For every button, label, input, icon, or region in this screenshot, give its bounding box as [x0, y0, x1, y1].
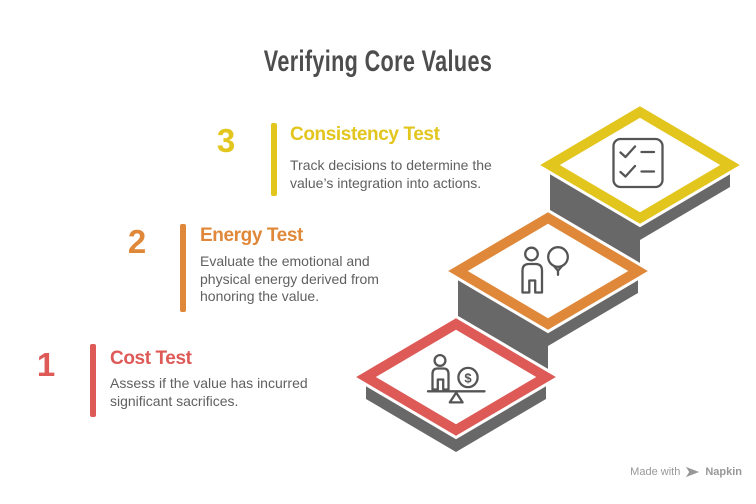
description-line: significant sacrifices.	[110, 392, 239, 409]
step-description: Assess if the value has incurred signifi…	[110, 375, 308, 410]
step-title: Energy Test	[200, 225, 303, 246]
person-coin-balance-icon: $	[426, 353, 486, 404]
brand-text: Napkin	[705, 466, 742, 478]
dollar-symbol: $	[464, 371, 472, 386]
step-description: Track decisions to determine the value’s…	[290, 157, 492, 192]
page-title: Verifying Core Values	[263, 45, 493, 78]
step-accent-bar	[271, 123, 277, 196]
description-line: physical energy derived from	[200, 270, 379, 287]
person-balloon-icon	[521, 246, 569, 294]
description-line: value’s integration into actions.	[290, 174, 482, 191]
description-line: Track decisions to determine the	[290, 157, 492, 173]
step-2-diamond-border	[448, 212, 648, 330]
description-line: Assess if the value has incurred	[110, 375, 308, 391]
napkin-logo-icon	[686, 466, 700, 478]
step-title: Consistency Test	[290, 124, 440, 145]
step-number: 3	[216, 122, 236, 159]
checklist-icon	[612, 137, 664, 189]
step-accent-bar	[180, 224, 186, 312]
step-number: 1	[36, 346, 56, 383]
step-description: Evaluate the emotional and physical ener…	[200, 253, 379, 306]
step-title: Cost Test	[110, 348, 192, 369]
step-3-diamond-border	[540, 106, 740, 224]
made-with-napkin: Made with Napkin	[630, 466, 742, 478]
staircase-step-cost: $	[350, 314, 562, 455]
step-accent-bar	[90, 344, 96, 417]
step-1-diamond-border	[356, 318, 556, 436]
made-with-text: Made with	[630, 466, 681, 478]
description-line: Evaluate the emotional and	[200, 253, 370, 269]
description-line: honoring the value.	[200, 288, 320, 304]
step-number: 2	[127, 223, 147, 260]
